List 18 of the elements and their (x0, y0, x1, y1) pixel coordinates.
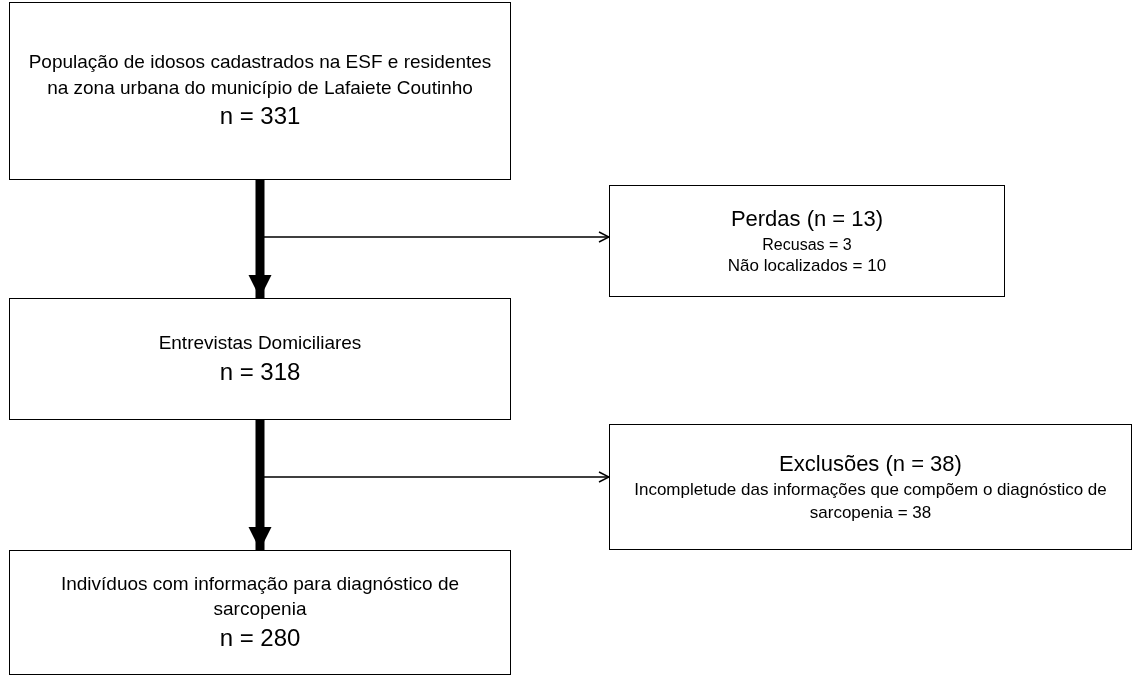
box-heading: Exclusões (n = 38) (779, 450, 962, 479)
flow-box (9, 298, 511, 420)
arrow (248, 420, 272, 550)
box-text: Recusas = 3 (762, 234, 852, 255)
arrow (248, 180, 272, 298)
flow-box (609, 424, 1132, 550)
flow-box (609, 185, 1005, 297)
box-heading: Entrevistas Domiciliares (158, 331, 362, 355)
box-heading: Perdas (n = 13) (730, 204, 884, 233)
box-text: n = 331 (219, 101, 301, 132)
box-text: n = 318 (219, 356, 301, 387)
flow-box (9, 550, 511, 675)
box-text: Incompletude das informações que compõem o diagnóstico de sarcopenia = 38 (633, 478, 1108, 524)
box-heading: Indivíduos com informação para diagnóstico de sarcopenia (59, 571, 461, 622)
box-text: n = 280 (219, 622, 301, 653)
box-heading: População de idosos cadastrados na ESF e residentes na zona urbana do município de Lafaiete Coutinho (27, 50, 493, 100)
flow-box (9, 2, 511, 180)
box-text: Não localizados = 10 (727, 255, 887, 278)
